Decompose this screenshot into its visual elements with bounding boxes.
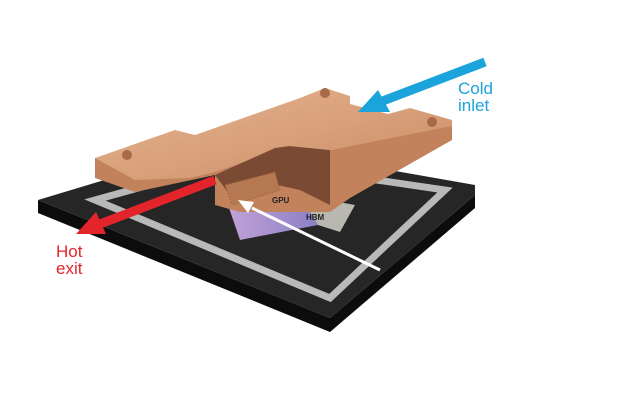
hbm-label: HBM [306, 213, 325, 222]
cold-inlet-arrow [358, 57, 487, 112]
mount-hole [427, 117, 437, 127]
cold-label-line2: inlet [458, 96, 490, 115]
cold-inlet-label: Cold inlet [458, 80, 493, 114]
cold-label-line1: Cold [458, 79, 493, 98]
chip-pointer-arrow [238, 200, 381, 272]
hot-exit-label: Hot exit [56, 243, 82, 277]
gpu-label: GPU [272, 196, 290, 205]
microchannel-fins [224, 171, 281, 206]
mount-hole [122, 150, 132, 160]
hot-label-line2: exit [56, 259, 83, 278]
hot-exit-arrow [76, 175, 217, 234]
hot-label-line1: Hot [56, 242, 83, 261]
mount-hole [320, 88, 330, 98]
substrate-side [38, 195, 475, 332]
